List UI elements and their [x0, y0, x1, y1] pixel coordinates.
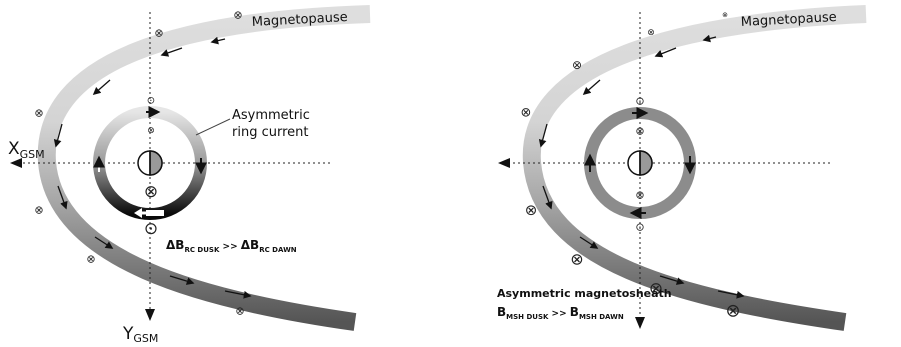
- into-page-symbol: ⊗: [34, 107, 43, 120]
- right-earth: [627, 150, 653, 176]
- right-y-axis-arrowhead: [635, 317, 645, 329]
- right-magnetopause-label: Magnetopause: [740, 10, 837, 30]
- right-magnetopause-boundary: [522, 5, 867, 331]
- right-flow-arrows: [538, 34, 745, 299]
- left-ring-arrows: [93, 106, 207, 218]
- into-page-symbol: ⊗: [235, 305, 244, 318]
- into-page-symbol: ⊗: [635, 125, 644, 138]
- into-page-symbol: ⊗: [34, 204, 43, 217]
- msh-asymmetry-line1: Asymmetric magnetosheath: [497, 287, 672, 300]
- y-axis-label: YGSM: [122, 324, 158, 345]
- out-of-page-symbol: ⊙: [144, 219, 158, 239]
- left-magnetopause-boundary: [37, 5, 371, 331]
- into-page-symbol: ⊗: [144, 182, 158, 202]
- out-of-page-symbol: ⊙: [635, 221, 644, 234]
- left-flow-arrows: [53, 36, 252, 299]
- left-ring-label-line1: Asymmetric: [232, 108, 310, 123]
- left-ring-label-leader: [195, 118, 231, 136]
- into-page-symbol: ⊗: [635, 189, 644, 202]
- left-ring-label-line2: ring current: [232, 125, 308, 140]
- into-page-symbol: ⊗: [725, 301, 740, 322]
- rc-asymmetry-formula: ΔBRC DUSK >> ΔBRC DAWN: [166, 238, 297, 254]
- into-page-symbol: ⊗: [86, 253, 95, 266]
- x-axis-label: XGSM: [8, 139, 45, 161]
- into-page-symbol: ⊗: [233, 9, 242, 22]
- into-page-symbol: ⊗: [572, 58, 582, 72]
- out-of-page-symbol: ⊙: [147, 96, 155, 107]
- right-ring-arrows: [584, 107, 696, 219]
- into-page-symbol: ⊗: [649, 279, 663, 299]
- msh-asymmetry-formula: BMSH DUSK >> BMSH DAWN: [497, 305, 624, 321]
- left-y-axis-arrowhead: [145, 309, 155, 321]
- y-axis-label-main: Y: [122, 324, 134, 344]
- out-of-page-symbol: ⊙: [635, 95, 644, 108]
- into-page-symbol: ⊗: [525, 201, 538, 219]
- left-x-axis-arrowhead: [10, 158, 22, 168]
- left-magnetopause-label: Magnetopause: [251, 10, 348, 30]
- left-panel: ⊗ ⊗ ⊗ ⊗ ⊗ ⊗ ⊙ ⊗ ⊗ ⊙ Magnetopause Asymmet…: [8, 5, 371, 345]
- into-page-symbol: ⊗: [722, 11, 728, 19]
- x-axis-label-sub: GSM: [20, 148, 45, 161]
- into-page-symbol: ⊗: [521, 106, 532, 121]
- into-page-symbol: ⊗: [147, 126, 155, 136]
- left-earth: [137, 150, 163, 176]
- right-x-axis-arrowhead: [498, 158, 510, 168]
- into-page-symbol: ⊗: [154, 27, 163, 40]
- x-axis-label-main: X: [8, 139, 20, 159]
- into-page-symbol: ⊗: [570, 250, 583, 269]
- into-page-symbol: ⊗: [647, 28, 655, 38]
- right-panel: ⊗ ⊗ ⊗ ⊗ ⊗ ⊗ ⊗ ⊗ ⊙ ⊗ ⊗ ⊙ Magnetopause Asy…: [497, 5, 867, 331]
- y-axis-label-sub: GSM: [133, 332, 158, 345]
